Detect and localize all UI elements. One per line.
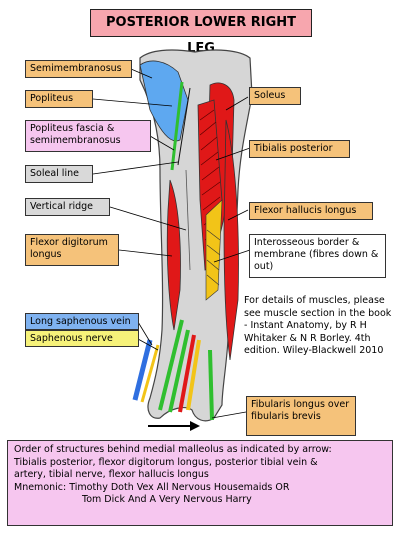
- saphenous-nerve-line: [140, 344, 160, 403]
- tendon-vessel: [178, 334, 196, 413]
- label-saphenous-nerve: Saphenous nerve: [25, 330, 139, 347]
- bottom-line-5: Tom Dick And A Very Nervous Harry: [82, 494, 252, 506]
- arrow-head: [190, 421, 200, 431]
- label-fdl: Flexor digitorum longus: [25, 234, 119, 266]
- reference-note: For details of muscles, please see muscl…: [244, 295, 392, 356]
- nerve-top-2: [177, 87, 191, 166]
- long-saphenous-vein: [132, 339, 153, 401]
- leader-lines: [92, 68, 251, 419]
- label-interosseous: Interosseous border & membrane (fibres d…: [249, 234, 386, 278]
- popliteus-muscle: [139, 60, 189, 142]
- page-title: POSTERIOR LOWER RIGHT LEG: [90, 9, 312, 56]
- label-fhl: Flexor hallucis longus: [249, 202, 373, 220]
- label-tibialis-posterior: Tibialis posterior: [249, 140, 350, 158]
- bottom-line-4: Mnemonic: Timothy Doth Vex All Nervous H…: [14, 481, 290, 493]
- nerve-top: [170, 81, 184, 171]
- malleolus-order-box: Order of structures behind medial malleo…: [7, 440, 393, 526]
- label-popliteus: Popliteus: [25, 90, 93, 108]
- label-popliteus-fascia: Popliteus fascia & semimembranosus: [25, 120, 151, 152]
- label-fibularis: Fibularis longus over fibularis brevis: [246, 396, 356, 436]
- fdl-muscle: [166, 179, 181, 331]
- tendon-fhl: [208, 349, 214, 421]
- label-soleus: Soleus: [249, 87, 301, 105]
- fhl-muscle: [223, 119, 239, 361]
- bottom-line-1: Order of structures behind medial malleo…: [14, 444, 332, 455]
- tendon-nerve: [186, 339, 201, 411]
- label-semimembranosus: Semimembranosus: [25, 60, 132, 78]
- tendon-fdl: [168, 329, 190, 413]
- label-long-saphenous-vein: Long saphenous vein: [25, 313, 139, 330]
- interosseous-membrane: [205, 199, 223, 301]
- bottom-line-3: artery, tibial nerve, flexor hallucis lo…: [14, 469, 209, 481]
- vertical-ridge-line: [185, 169, 191, 271]
- label-vertical-ridge: Vertical ridge: [25, 198, 110, 216]
- tendon-tp: [158, 319, 184, 411]
- label-soleal-line: Soleal line: [25, 165, 93, 183]
- bottom-line-2: Tibialis posterior, flexor digitorum lon…: [14, 456, 318, 468]
